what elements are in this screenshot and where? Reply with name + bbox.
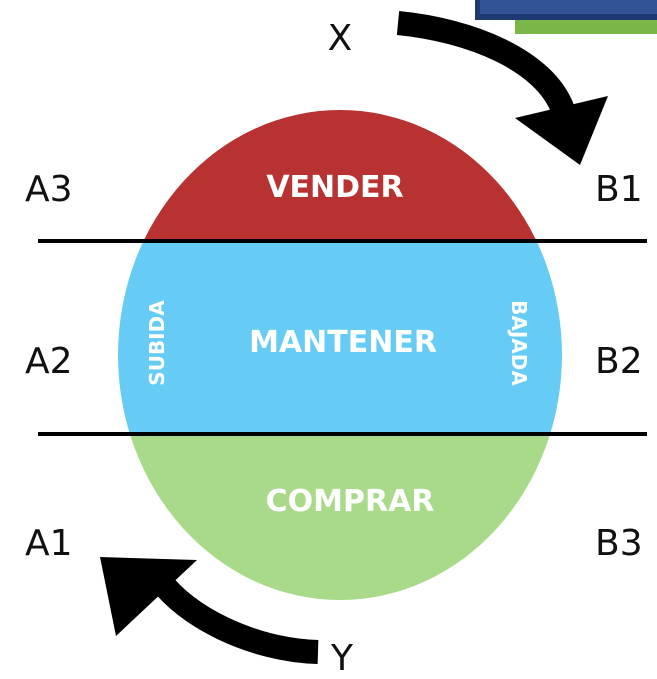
- point-b2-label: B2: [595, 341, 643, 382]
- corner-image-fragment: [475, 0, 657, 34]
- fall-label: BAJADA: [507, 300, 531, 386]
- top-curved-arrow: [396, 11, 608, 165]
- hold-zone-label: MANTENER: [249, 325, 437, 360]
- point-a2-label: A2: [25, 341, 73, 382]
- sell-zone-label: VENDER: [266, 170, 403, 205]
- point-b1-label: B1: [595, 169, 643, 210]
- point-x-label: X: [328, 18, 353, 59]
- point-a1-label: A1: [25, 523, 73, 564]
- rise-label: SUBIDA: [145, 300, 169, 386]
- buy-zone-label: COMPRAR: [266, 484, 435, 519]
- point-b3-label: B3: [595, 523, 643, 564]
- point-y-label: Y: [330, 638, 354, 679]
- point-a3-label: A3: [25, 169, 73, 210]
- hold-zone: [118, 241, 562, 434]
- bottom-curved-arrow: [100, 557, 319, 664]
